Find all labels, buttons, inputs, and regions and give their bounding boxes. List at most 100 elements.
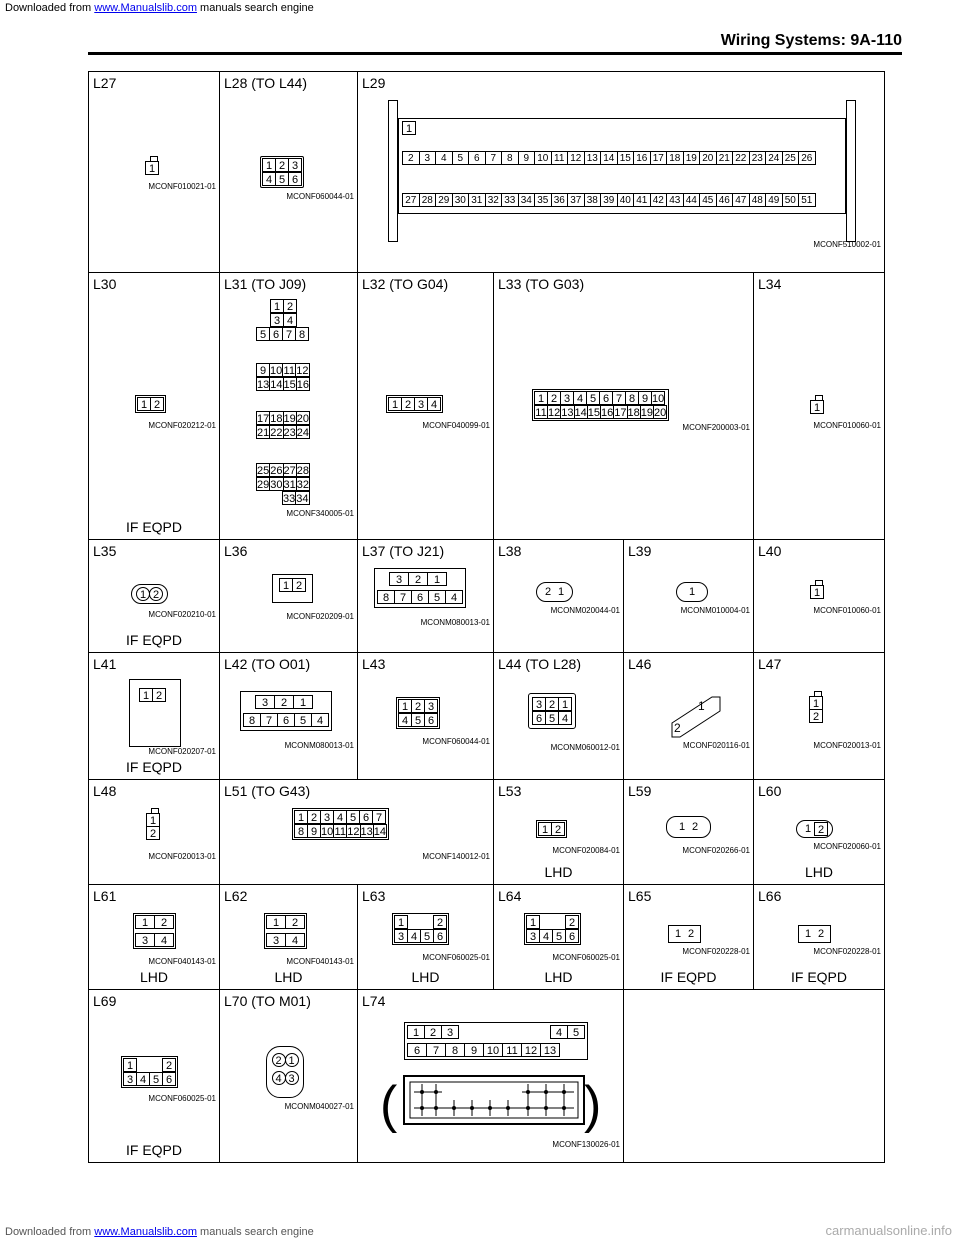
pin: 9 — [464, 1043, 484, 1057]
connector-label: L46 — [628, 656, 652, 672]
pin: 2 — [162, 1058, 176, 1072]
connector-rear-view: ( ) — [380, 1075, 601, 1134]
pin: 1 — [538, 822, 552, 836]
pin: 25 — [256, 463, 271, 477]
pin: 1 — [135, 915, 155, 929]
connector-flange-left — [388, 100, 398, 242]
pin: 4 — [558, 711, 572, 725]
pin: 5 — [586, 391, 600, 405]
pin: 2 — [684, 927, 698, 941]
pin: 12 — [346, 824, 361, 838]
pin: 2 — [814, 927, 828, 941]
pin: 2 — [149, 587, 163, 601]
pin: 49 — [765, 193, 783, 207]
part-code: MCONF020209-01 — [286, 612, 354, 621]
pin: 13 — [540, 1043, 560, 1057]
condition-note: IF EQPD — [125, 759, 182, 775]
footer-prefix: Downloaded from — [5, 1226, 92, 1238]
download-note-suffix: manuals search engine — [200, 2, 314, 14]
pin: 3 — [266, 933, 286, 947]
pin: 38 — [583, 193, 601, 207]
connector-label: L66 — [758, 888, 782, 904]
pin: 30 — [451, 193, 469, 207]
part-code: MCONM060012-01 — [550, 743, 620, 752]
pin: 1 — [685, 585, 699, 599]
pin: 11 — [550, 151, 568, 165]
pin: 31 — [282, 477, 297, 491]
cell-l28: L28 (TO L44) 1 2 3 4 5 6 MCONF060044-01 — [219, 71, 358, 273]
pin: 8 — [445, 1043, 465, 1057]
connector-drawing: 1 2 — [129, 679, 181, 747]
pin: 3 — [320, 810, 334, 824]
pin: 1 — [698, 699, 705, 713]
part-code: MCONF010021-01 — [148, 182, 216, 191]
connector-label: L63 — [362, 888, 386, 904]
pin: 3 — [288, 158, 302, 172]
pin: 1 — [809, 696, 823, 710]
part-code: MCONF060025-01 — [148, 1094, 216, 1103]
pin: 19 — [639, 405, 654, 419]
pin: 12 — [295, 363, 310, 377]
pin: 7 — [484, 151, 502, 165]
svg-text:(: ( — [380, 1076, 398, 1134]
connector-label: L34 — [758, 276, 782, 292]
pin: 6 — [407, 1043, 427, 1057]
pin: 12 — [547, 405, 562, 419]
pin: 4 — [573, 391, 587, 405]
condition-note: IF EQPD — [660, 969, 717, 985]
pin: 1 — [558, 697, 572, 711]
condition-note: LHD — [411, 969, 440, 985]
pin: 4 — [539, 929, 553, 943]
pin: 2 — [285, 915, 305, 929]
pin: 8 — [295, 327, 309, 341]
pin: 2 — [152, 688, 166, 702]
pin: 36 — [550, 193, 568, 207]
part-code: MCONM080013-01 — [284, 741, 354, 750]
pin: 22 — [269, 425, 284, 439]
footer-manualslib-link[interactable]: www.Manualslib.com — [94, 1226, 197, 1238]
connector-label: L48 — [93, 783, 117, 799]
part-code: MCONF130026-01 — [552, 1140, 620, 1149]
connector-label: L59 — [628, 783, 652, 799]
cell-l35: L35 1 2 MCONF020210-01 IF EQPD — [88, 539, 220, 653]
pin: 3 — [532, 697, 546, 711]
pin: 4 — [445, 590, 463, 604]
pin: 2 — [551, 822, 565, 836]
pin: 8 — [625, 391, 639, 405]
cell-l38: L38 2 1 MCONM020044-01 — [493, 539, 624, 653]
pin: 1 — [294, 810, 308, 824]
pin: 9 — [307, 824, 321, 838]
part-code: MCONF140012-01 — [422, 852, 490, 861]
pin: 15 — [586, 405, 601, 419]
pin: 1 — [284, 1053, 299, 1067]
pin: 11 — [534, 405, 548, 419]
manualslib-link[interactable]: www.Manualslib.com — [94, 2, 197, 14]
pin: 4 — [311, 713, 329, 727]
pin: 6 — [599, 391, 613, 405]
pin: 3 — [424, 699, 438, 713]
condition-note: IF EQPD — [125, 1142, 182, 1158]
connector-label: L29 — [362, 75, 386, 91]
pin: 16 — [633, 151, 651, 165]
pin: 1 — [675, 820, 689, 834]
part-code: MCONF510002-01 — [813, 240, 881, 249]
pin: 33 — [282, 491, 297, 505]
part-code: MCONF060025-01 — [422, 953, 490, 962]
pin: 15 — [282, 377, 297, 391]
connector-drawing: 1 2 3 4 — [386, 395, 443, 413]
part-code: MCONF020116-01 — [683, 741, 750, 750]
pin: 23 — [282, 425, 297, 439]
pin: 32 — [295, 477, 310, 491]
pin: 51 — [798, 193, 816, 207]
pin: 34 — [517, 193, 535, 207]
connector-label: L28 (TO L44) — [224, 75, 308, 91]
pin: 7 — [260, 713, 278, 727]
pin: 16 — [600, 405, 615, 419]
part-code: MCONF020207-01 — [148, 747, 216, 756]
